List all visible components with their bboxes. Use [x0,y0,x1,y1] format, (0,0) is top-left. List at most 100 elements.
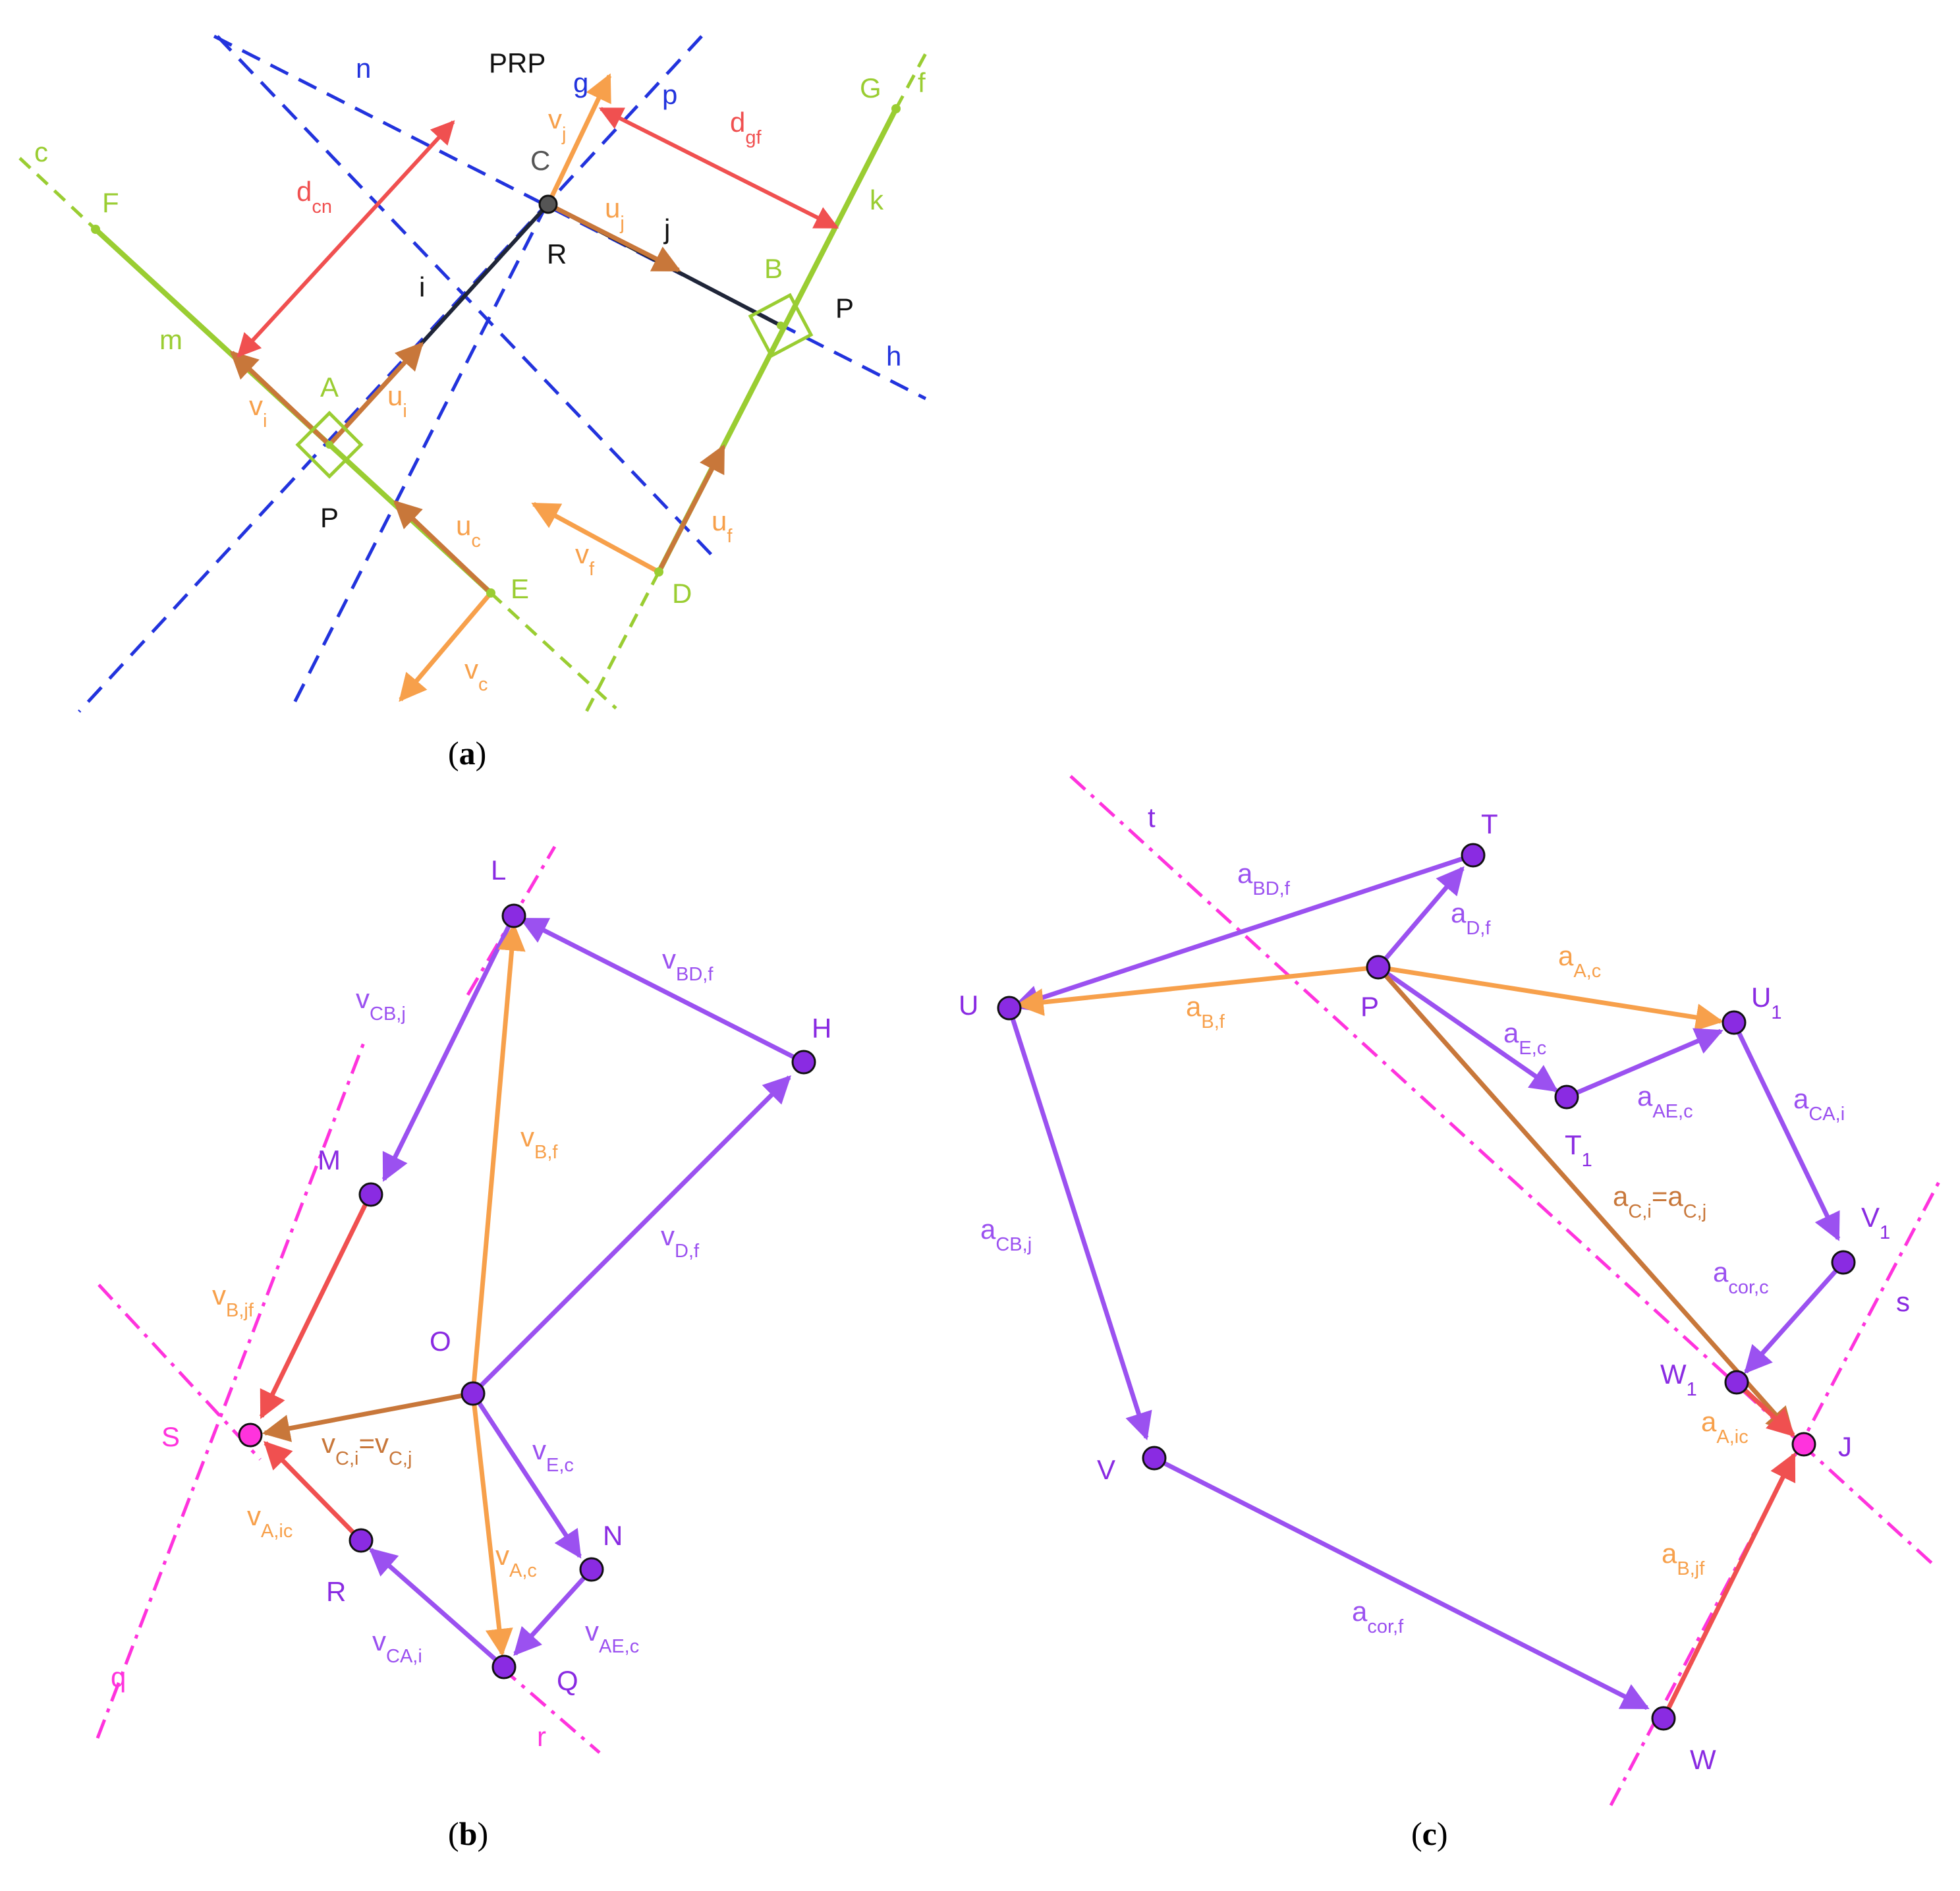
point-c-marker [538,194,558,214]
point-u [997,996,1022,1021]
vector-a-cor-c [1744,1260,1845,1374]
point-g-marker [891,104,901,113]
vector-a-e-c-label: aE,c [1503,1017,1546,1059]
vector-v-f [531,501,660,575]
point-v1 [1831,1250,1856,1275]
panel-a: PRP n p h g c f k m i j C R A B P P F G … [18,34,931,772]
point-m [358,1182,383,1207]
point-w-label: W [1690,1744,1716,1775]
point-l [501,903,526,928]
vector-u-j-label: uj [605,192,625,234]
point-p-right-label: P [835,293,854,324]
point-s-label: S [161,1421,180,1452]
vector-v-d-f-label: vD,f [661,1220,700,1262]
link-i-label: i [419,271,425,302]
vector-v-i-label: vi [249,390,267,432]
vector-v-ca-i-label: vCA,i [372,1625,422,1667]
vector-a-ae-c-label: aAE,c [1637,1081,1693,1122]
line-s-magenta [98,1284,262,1461]
vector-a-ca-i [1731,1021,1841,1241]
vector-v-b-f-label: vB,f [520,1121,558,1163]
vector-a-cor-f-label: acor,f [1352,1596,1404,1637]
vector-d-gf-label: dgf [730,107,762,148]
line-f-label: f [918,67,926,98]
point-p [1366,955,1391,980]
point-n-label: N [603,1520,623,1551]
point-o-label: O [430,1326,451,1357]
vector-v-a-c [470,1393,513,1657]
vector-a-cb-j [1007,1007,1152,1441]
point-q [491,1654,517,1679]
vector-a-cb-j-label: aCB,j [980,1214,1032,1255]
vector-v-ca-i [368,1548,506,1669]
vector-a-e-c [1377,965,1559,1092]
vector-v-a-ic [264,1440,363,1542]
vector-u-c-label: uc [456,510,481,551]
line-c-dashed [18,157,97,231]
vector-v-bd-f-label: vBD,f [662,944,714,985]
caption-a: (a) [448,735,486,772]
point-t-label: T [1481,808,1498,839]
line-f-dashed-upper [894,46,931,110]
link-j-label: j [663,213,670,244]
point-s [238,1423,263,1448]
vector-v-b-jf [259,1193,373,1419]
vector-a-b-jf-label: aB,jf [1662,1538,1705,1579]
vector-v-cb-j [381,915,517,1182]
panel-c: T P U U1 T1 V1 W1 J V W t s aBD,f aD,f a… [959,775,1942,1852]
line-s-label: s [1896,1286,1910,1317]
vector-a-ae-c [1565,1028,1723,1100]
panel-b: L H M O S N R Q q r vBD,f vCB,j vB,f vD,… [96,845,831,1852]
point-v-label: V [1097,1454,1115,1485]
vector-a-c-i-eq-label: aC,i=aC,j [1613,1181,1706,1222]
line-m-label: m [159,324,182,355]
line-p [78,35,703,713]
vector-v-e-c [471,1392,582,1559]
point-h-label: H [812,1013,831,1044]
vector-v-a-ic-label: vA,ic [247,1500,293,1542]
point-j-label: J [1838,1431,1852,1462]
distance-d-cn [237,120,455,358]
point-l-label: L [491,855,506,886]
vector-v-i [229,351,331,447]
vector-a-d-f [1376,866,1465,969]
point-t1-label: T1 [1565,1129,1592,1171]
point-w1 [1724,1370,1749,1395]
vector-v-j-label: vj [548,103,566,145]
point-v [1142,1446,1167,1471]
vector-v-e-c-label: vE,c [532,1434,574,1476]
point-o [461,1381,486,1406]
line-r [499,1666,601,1754]
vector-a-cor-c-label: acor,c [1713,1256,1769,1298]
point-q-label: Q [557,1665,578,1696]
point-d-marker [654,567,663,577]
point-e-label: E [511,573,529,604]
point-d-label: D [672,578,692,609]
point-g-label: G [860,72,882,103]
point-f-marker [91,225,100,234]
line-c-dashed-lower [490,592,617,710]
slider-a-square [295,410,364,479]
line-g-label: g [573,67,588,98]
line-k-label: k [870,184,884,215]
line-g-dashed [288,203,549,713]
point-a-label: A [320,372,339,403]
point-c-label: C [530,145,550,176]
point-b-marker [777,322,785,329]
vector-u-f [656,444,726,573]
line-t [1069,775,1935,1566]
line-n-label: n [356,53,371,84]
vector-a-a-ic-label: aA,ic [1701,1406,1749,1448]
line-h-label: h [886,341,901,372]
vector-u-c [393,500,493,595]
point-w1-label: W1 [1660,1359,1697,1400]
vector-v-f-label: vf [575,538,595,580]
vector-v-j [546,73,612,206]
line-q [96,1037,368,1739]
vector-v-c-i-eq-label: vC,i=vC,j [322,1428,412,1469]
vector-a-c-i [1376,965,1794,1436]
vector-v-d-f [471,1075,791,1396]
point-f-label: F [102,187,119,218]
vector-v-c-i [262,1391,474,1442]
point-r [349,1528,374,1553]
